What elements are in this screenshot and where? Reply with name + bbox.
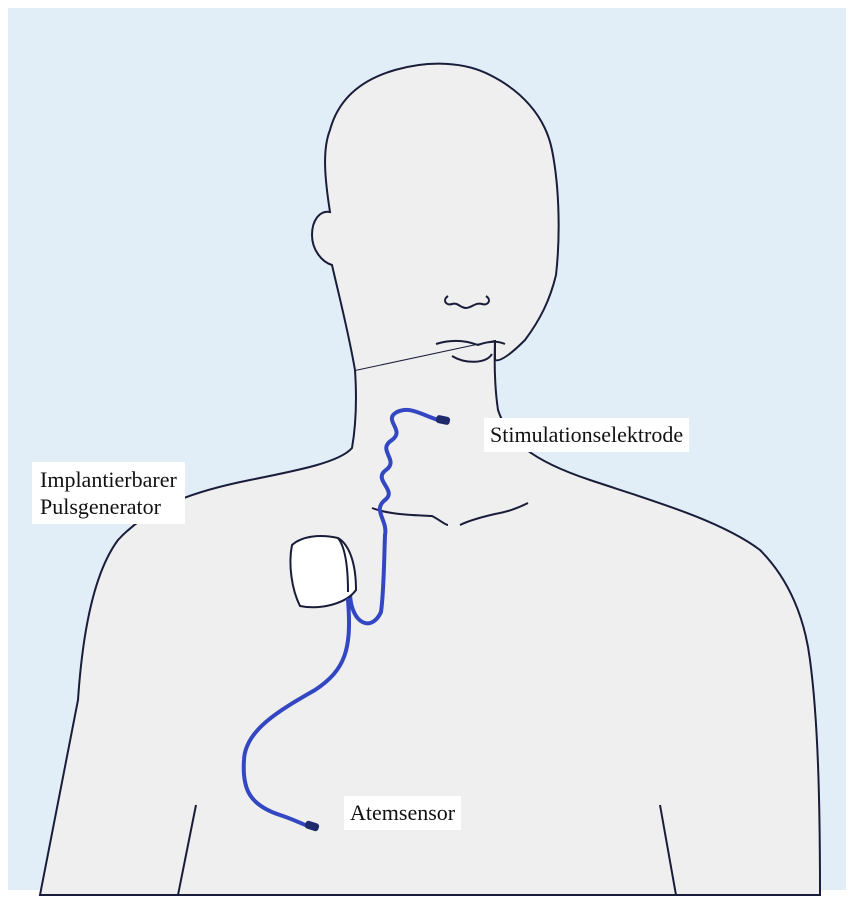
- pulse-generator-label-line1: Implantierbarer: [40, 466, 177, 493]
- head: [312, 64, 559, 370]
- pulse-generator-label-line2: Pulsgenerator: [40, 493, 177, 520]
- pulse-generator-label: Implantierbarer Pulsgenerator: [32, 462, 185, 524]
- pulse-generator: [290, 536, 356, 607]
- breathing-sensor-label: Atemsensor: [344, 796, 461, 830]
- stimulation-electrode-label: Stimulationselektrode: [484, 418, 689, 452]
